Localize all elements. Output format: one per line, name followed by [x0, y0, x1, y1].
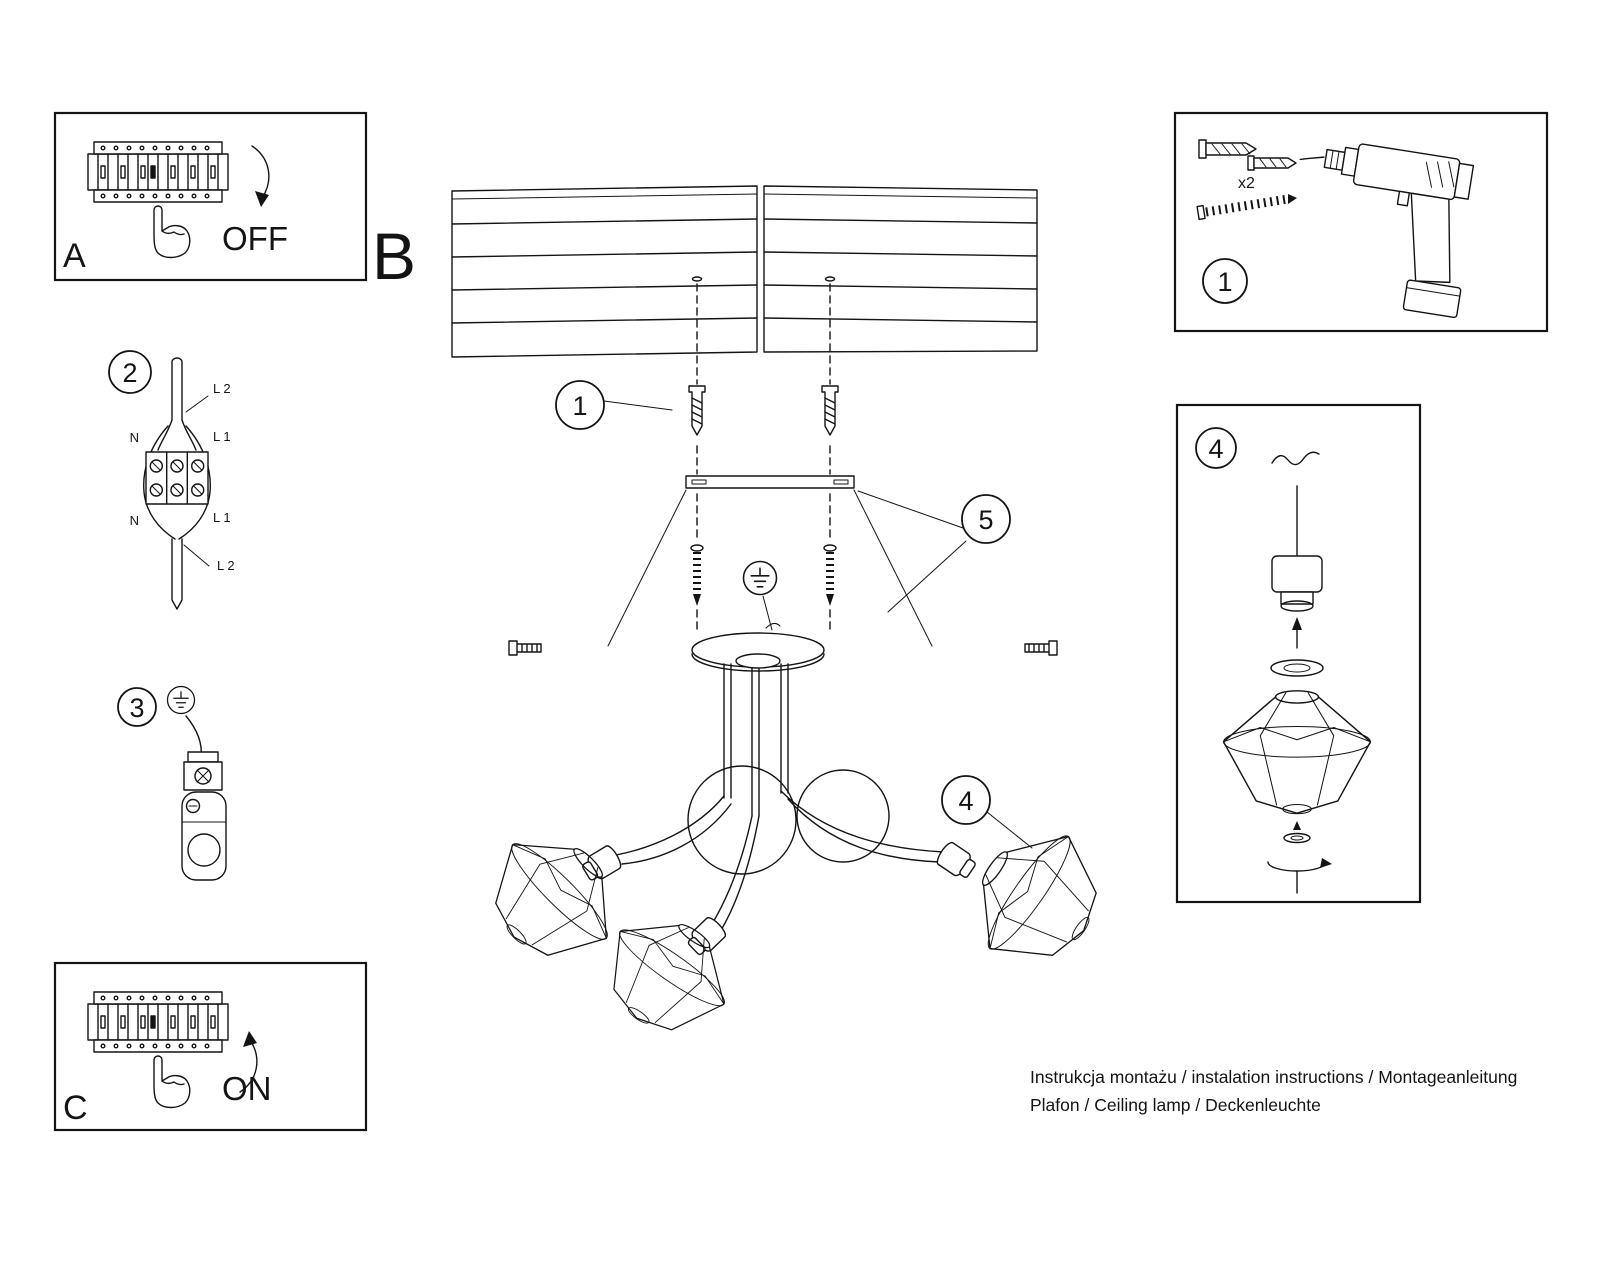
- socket-icon: [683, 914, 729, 960]
- ceiling-boards: [451, 185, 1038, 358]
- ground-section: 3: [117, 685, 227, 881]
- step-4-badge: [941, 775, 991, 825]
- rotate-arrow-icon: [1267, 858, 1332, 894]
- panel-c: ON C: [53, 961, 368, 1132]
- panel-c-box: [53, 961, 368, 1132]
- step-4-badge: [1195, 427, 1237, 469]
- drill-icon: [1299, 143, 1475, 319]
- side-bolt-icon: [1024, 640, 1058, 656]
- wall-plug-icon: [688, 385, 706, 436]
- cage-shade: [950, 808, 1124, 988]
- ground-symbol-icon: [166, 685, 196, 715]
- wire-label-l1-top: L 1: [213, 429, 231, 444]
- breaker-icon: [87, 991, 229, 1053]
- mounting-screw-icon: [823, 544, 837, 606]
- footer: Instrukcja montażu / instalation instruc…: [1030, 1067, 1517, 1115]
- arrow-up-icon: [1292, 617, 1302, 649]
- step-3-number: 3: [129, 693, 144, 723]
- step-4-leader: [986, 811, 1033, 849]
- on-label: ON: [222, 1070, 272, 1107]
- step-1-leader: [603, 400, 673, 411]
- panel-letter-a: A: [63, 237, 86, 275]
- x2-label: x2: [1238, 175, 1255, 192]
- breaker-icon: [87, 141, 229, 203]
- shade-detail-panel: 4: [1175, 403, 1422, 904]
- mounting-screw-icon: [690, 544, 704, 606]
- step-5-leaders: [857, 490, 967, 613]
- ground-symbol-icon: [742, 560, 778, 596]
- step-4-number: 4: [958, 786, 973, 816]
- step-1-number: 1: [1217, 267, 1232, 297]
- section-letter-b: B: [372, 219, 416, 293]
- step-5-badge: [961, 494, 1011, 544]
- detail-box: [1175, 403, 1422, 904]
- footer-line2: Plafon / Ceiling lamp / Deckenleuchte: [1030, 1095, 1321, 1115]
- step-2-badge: [108, 350, 152, 394]
- arrow-down-icon: [251, 145, 270, 207]
- step-5-number: 5: [978, 505, 993, 535]
- pointing-hand-icon: [153, 1055, 191, 1109]
- squiggle-cable-icon: [1271, 451, 1320, 466]
- panel-a-box: [53, 111, 368, 282]
- side-bolt-icon: [508, 640, 542, 656]
- dowel-icon: [1198, 139, 1297, 171]
- step-1-badge: [1202, 258, 1248, 304]
- top-ring-icon: [1270, 659, 1324, 677]
- panel-letter-c: C: [63, 1089, 88, 1127]
- section-b: B 1: [372, 185, 1124, 1056]
- step-1-number: 1: [572, 391, 587, 421]
- washer-icon: [1283, 821, 1311, 844]
- cage-shade: [466, 811, 640, 985]
- panel-a: OFF A: [53, 111, 368, 282]
- step-1-badge: [555, 380, 605, 430]
- step-3-badge: [117, 687, 157, 727]
- step-4-number: 4: [1208, 434, 1223, 464]
- hardware-box: [1173, 111, 1549, 333]
- wire-label-l2-bottom: L 2: [217, 558, 235, 573]
- cage-shade: [1222, 690, 1372, 815]
- wall-plug-icon: [821, 385, 839, 436]
- canopy: [691, 622, 825, 672]
- wire-label-l1-bottom: L 1: [213, 510, 231, 525]
- arrow-up-icon: [239, 1031, 258, 1093]
- long-screw-icon: [1196, 194, 1297, 221]
- pointing-hand-icon: [153, 205, 191, 259]
- hardware-panel: x2 1: [1173, 111, 1549, 333]
- cage-shade: [583, 894, 750, 1056]
- lamp-arms: [615, 653, 945, 933]
- cord-grip-icon: [181, 715, 227, 881]
- step-2-number: 2: [122, 358, 137, 388]
- wiring-section: 2 L 2 N L 1 N L 1 L 2: [108, 350, 235, 610]
- off-label: OFF: [222, 220, 288, 257]
- wiring-diagram: [143, 357, 211, 610]
- mounting-bracket: [607, 475, 933, 647]
- socket-icon: [933, 839, 980, 883]
- wire-label-n-bottom: N: [130, 513, 139, 528]
- footer-line1: Instrukcja montażu / instalation instruc…: [1030, 1067, 1517, 1087]
- alignment-lines: [696, 283, 831, 635]
- wire-label-n-top: N: [130, 430, 139, 445]
- wire-label-l2-top: L 2: [213, 381, 231, 396]
- socket-detail-icon: [1271, 485, 1323, 612]
